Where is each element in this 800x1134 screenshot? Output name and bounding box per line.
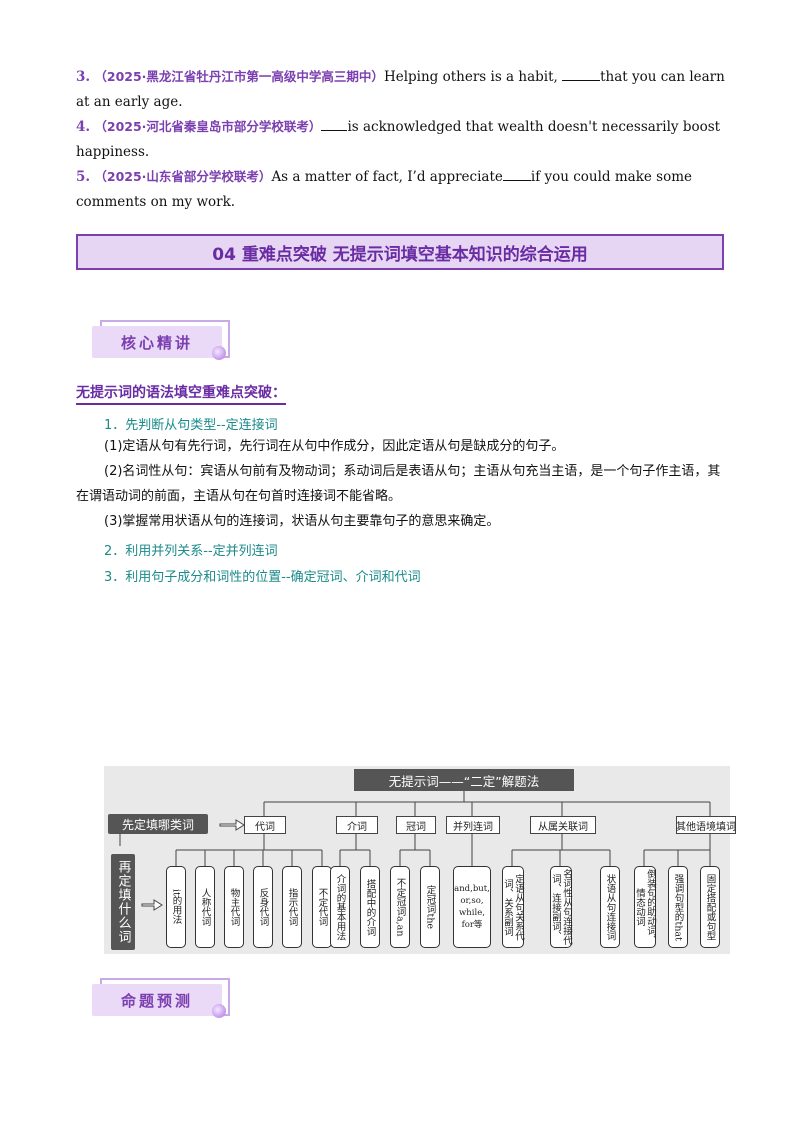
question-number: 4. (76, 119, 91, 135)
leaf-preposition-usage: 介词的基本用法 (330, 866, 350, 948)
method-diagram: 无提示词——“二定”解题法 先定填哪类词 再定填什么词 代词 介词 冠词 并列连… (104, 766, 736, 954)
leaf-noun-clause-words: 名词性从句连接代词、连接副词、 (550, 866, 572, 948)
paragraph-1: (1)定语从句有先行词，先行词在从句中作成分，因此定语从句是缺成分的句子。 (76, 434, 724, 459)
leaf-emphasis-that: 强调句型的that (668, 866, 688, 948)
leaf-fixed-collocation: 固定搭配或句型 (700, 866, 720, 948)
leaf-it-usage: it的用法 (166, 866, 186, 948)
step-one-box: 先定填哪类词 (108, 814, 208, 834)
paragraph-text: (2)名词性从句：宾语从句前有及物动词；系动词后是表语从句；主语从句充当主语，是… (76, 464, 721, 504)
leaf-reflexive-pronoun: 反身代词 (253, 866, 273, 948)
question-text-after: is acknowledged that wealth doesn't nece… (76, 119, 721, 160)
leaf-coordinating-words: and,but, or,so, while, for等 (453, 866, 491, 948)
question-number: 3. (76, 69, 91, 85)
question-text-before: As a matter of fact, I’d appreciate (271, 169, 503, 185)
question-4: 4. （2025·河北省秦皇岛市部分学校联考）is acknowledged t… (76, 114, 726, 165)
category-other-context: 其他语境填词 (676, 816, 736, 834)
leaf-relative-clause-words: 定语从句关系代词、关系副词 (502, 866, 524, 948)
answer-blank[interactable] (502, 166, 531, 181)
category-pronoun: 代词 (244, 816, 286, 834)
question-source: （2025·黑龙江省牡丹江市第一高级中学高三期中） (94, 69, 384, 84)
category-coordinating-conjunction: 并列连词 (446, 816, 500, 834)
question-source: （2025·河北省秦皇岛市部分学校联考） (94, 119, 322, 134)
leaf-definite-article: 定冠词the (420, 866, 440, 948)
tag-dot-icon (212, 1004, 226, 1018)
subheading: 无提示词的语法填空重难点突破： (76, 382, 286, 405)
question-text-before: Helping others is a habit, (383, 69, 558, 85)
leaf-demonstrative-pronoun: 指示代词 (282, 866, 302, 948)
question-number: 5. (76, 169, 91, 185)
paragraph-text: (3)掌握常用状语从句的连接词，状语从句主要靠句子的意思来确定。 (104, 514, 500, 529)
paragraph-3: (3)掌握常用状语从句的连接词，状语从句主要靠句子的意思来确定。 (76, 509, 724, 534)
question-source: （2025·山东省部分学校联考） (94, 169, 272, 184)
leaf-personal-pronoun: 人称代词 (195, 866, 215, 948)
leaf-collocation-preposition: 搭配中的介词 (360, 866, 380, 948)
leaf-indefinite-article: 不定冠词a,an (390, 866, 410, 948)
tag-label: 核心精讲 (92, 326, 222, 358)
tag-dot-icon (212, 346, 226, 360)
paragraph-text: (1)定语从句有先行词，先行词在从句中作成分，因此定语从句是缺成分的句子。 (104, 439, 565, 454)
category-article: 冠词 (396, 816, 436, 834)
category-subordinating-connective: 从属关联词 (530, 816, 596, 834)
tag-label: 命题预测 (92, 984, 222, 1016)
section-title: 04 重难点突破 无提示词填空基本知识的综合运用 (76, 234, 724, 270)
paragraph-2: (2)名词性从句：宾语从句前有及物动词；系动词后是表语从句；主语从句充当主语，是… (76, 459, 724, 509)
core-tag: 核心精讲 (86, 318, 230, 360)
question-text-after: that you can learn at an early age. (76, 69, 725, 110)
diagram-connectors (119, 791, 711, 911)
point-3: 3．利用句子成分和词性的位置--确定冠词、介词和代词 (104, 570, 421, 585)
answer-blank[interactable] (562, 66, 601, 81)
leaf-inversion-auxiliary: 倒装句的助动词、情态动词 (634, 866, 656, 948)
leaf-indefinite-pronoun: 不定代词 (312, 866, 332, 948)
answer-blank[interactable] (321, 116, 348, 131)
step-two-box: 再定填什么词 (111, 854, 135, 950)
diagram-title: 无提示词——“二定”解题法 (354, 769, 574, 791)
leaf-possessive-pronoun: 物主代词 (224, 866, 244, 948)
category-preposition: 介词 (336, 816, 378, 834)
predict-tag: 命题预测 (86, 976, 230, 1018)
leaf-adverbial-clause-words: 状语从句连接词 (600, 866, 620, 948)
point-1: 1．先判断从句类型--定连接词 (104, 418, 278, 433)
question-text-after: if you could make some comments on my wo… (76, 169, 693, 210)
point-2: 2．利用并列关系--定并列连词 (104, 544, 278, 559)
question-5: 5. （2025·山东省部分学校联考）As a matter of fact, … (76, 164, 726, 215)
question-3: 3. （2025·黑龙江省牡丹江市第一高级中学高三期中）Helping othe… (76, 64, 726, 115)
